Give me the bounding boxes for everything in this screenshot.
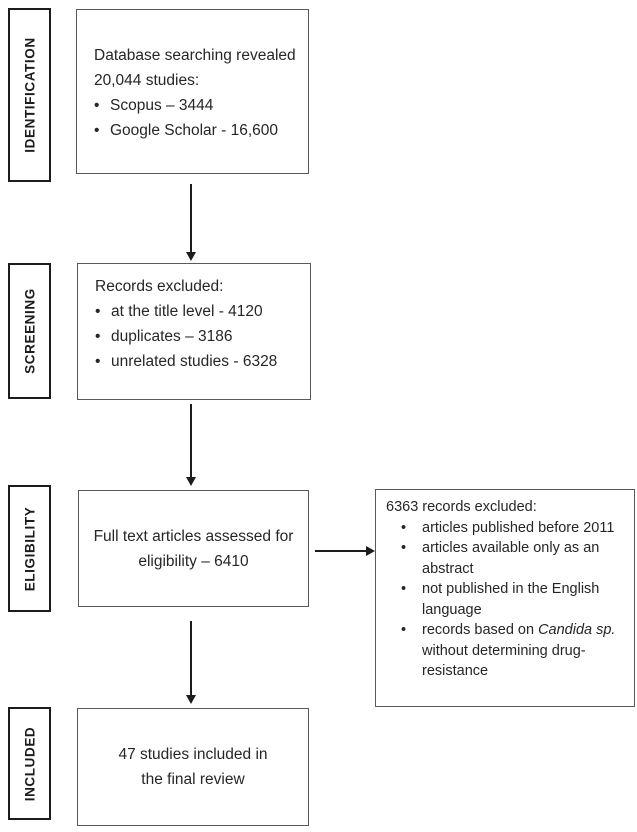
list-item: • unrelated studies - 6328 — [95, 349, 300, 374]
included-text: 47 studies included in the final review — [118, 746, 268, 788]
exclusion-bullet-candida: records based on Candida sp. without det… — [422, 620, 628, 682]
exclusion-candida-suffix: without determining drug-resistance — [422, 642, 586, 680]
stage-label-included-text: INCLUDED — [22, 726, 37, 801]
list-item: • at the title level - 4120 — [95, 299, 300, 324]
screening-box: Records excluded: • at the title level -… — [77, 263, 311, 400]
screening-intro: Records excluded: — [95, 278, 224, 295]
arrow-screening-to-eligibility — [186, 404, 196, 486]
bullet-icon: • — [95, 328, 101, 345]
list-item: • articles published before 2011 — [386, 518, 628, 539]
arrow-identification-to-screening — [186, 184, 196, 261]
list-item: • Scopus – 3444 — [94, 93, 298, 118]
list-item: • duplicates – 3186 — [95, 324, 300, 349]
exclusion-bullet-abstract-only: articles available only as an abstract — [422, 540, 600, 577]
bullet-icon: • — [401, 622, 407, 638]
exclusion-candida-italic: Candida sp. — [538, 622, 616, 638]
bullet-icon: • — [401, 581, 407, 597]
stage-label-screening-text: SCREENING — [22, 288, 37, 374]
screening-bullet-title-level: at the title level - 4120 — [111, 303, 263, 320]
identification-bullet-scopus: Scopus – 3444 — [110, 97, 214, 114]
included-box: 47 studies included in the final review — [77, 708, 309, 826]
bullet-icon: • — [94, 97, 100, 114]
identification-intro: Database searching revealed 20,044 studi… — [94, 47, 296, 89]
bullet-icon: • — [401, 519, 407, 536]
eligibility-text: Full text articles assessed for eligibil… — [93, 527, 294, 570]
exclusion-intro: 6363 records excluded: — [386, 499, 537, 515]
bullet-icon: • — [95, 353, 101, 370]
bullet-icon: • — [95, 303, 101, 320]
exclusion-candida-prefix: records based on — [422, 622, 539, 638]
list-item: • articles available only as an abstract — [386, 538, 628, 579]
list-item: • Google Scholar - 16,600 — [94, 118, 298, 143]
stage-label-screening: SCREENING — [8, 263, 51, 399]
screening-bullet-unrelated: unrelated studies - 6328 — [111, 353, 278, 370]
exclusion-bullet-non-english: not published in the English language — [422, 581, 600, 618]
bullet-icon: • — [401, 540, 407, 556]
stage-label-identification-text: IDENTIFICATION — [22, 37, 37, 153]
stage-label-identification: IDENTIFICATION — [8, 8, 51, 182]
stage-label-eligibility: ELIGIBILITY — [8, 485, 51, 612]
list-item: • records based on Candida sp. without d… — [386, 620, 628, 682]
identification-bullet-google-scholar: Google Scholar - 16,600 — [110, 122, 279, 139]
stage-label-eligibility-text: ELIGIBILITY — [22, 506, 37, 591]
arrow-eligibility-to-exclusion — [315, 546, 375, 556]
eligibility-box: Full text articles assessed for eligibil… — [78, 490, 309, 607]
bullet-icon: • — [94, 122, 100, 139]
stage-label-included: INCLUDED — [8, 707, 51, 820]
identification-box: Database searching revealed 20,044 studi… — [76, 9, 309, 174]
screening-bullet-duplicates: duplicates – 3186 — [111, 328, 233, 345]
list-item: • not published in the English language — [386, 579, 628, 620]
arrow-eligibility-to-included — [186, 621, 196, 704]
exclusion-bullet-before-2011: articles published before 2011 — [422, 519, 615, 536]
exclusion-box: 6363 records excluded: • articles publis… — [375, 489, 635, 707]
